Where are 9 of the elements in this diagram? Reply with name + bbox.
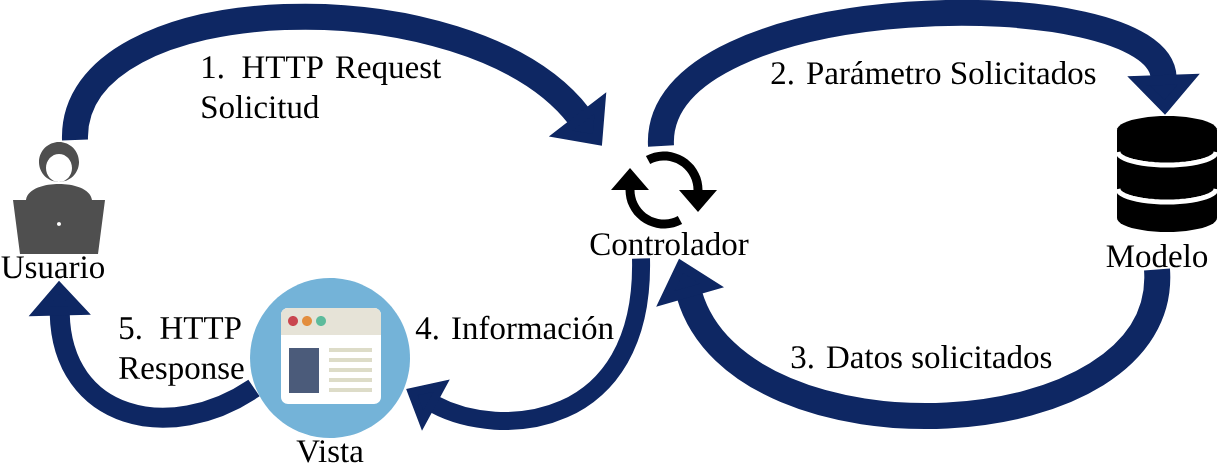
node-label: Usuario [1,256,104,279]
edge-label: 5. HTTP Response [119,317,244,386]
edge-label: 4. Información [415,315,614,340]
node-label: Vista [296,440,364,463]
node-label: Modelo [1106,244,1208,268]
edge-label: 3. Datos solicitados [791,345,1052,369]
edge-label: 1. HTTP Request Solicitud [202,56,442,119]
edge-label: 2. Parámetro Solicitados [771,61,1096,85]
node-label: Controlador [590,232,749,256]
